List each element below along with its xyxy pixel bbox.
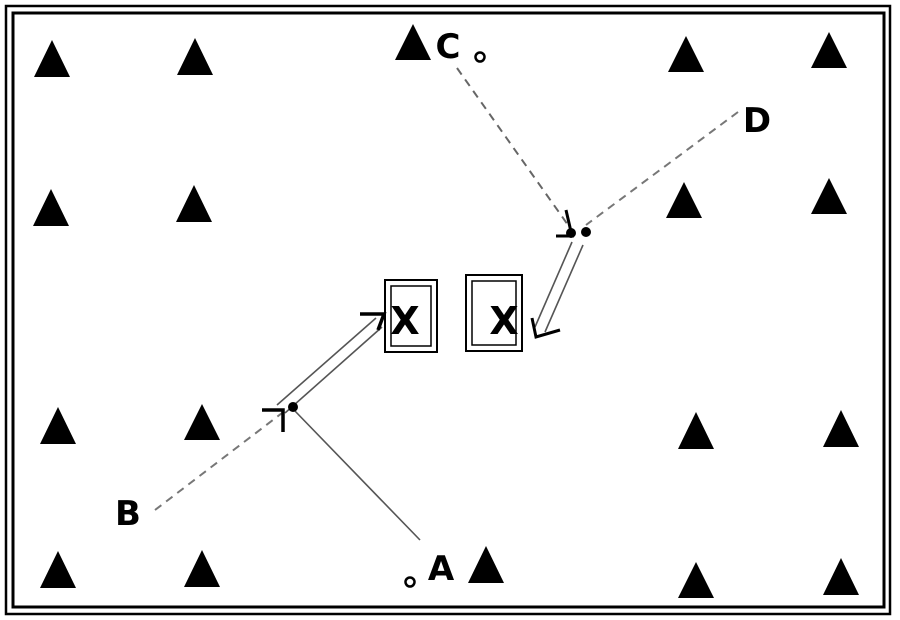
arrowhead-icon (262, 408, 285, 432)
arrowhead-icon (530, 317, 561, 339)
target-x-left: X (390, 299, 419, 343)
point-c-marker (474, 51, 486, 63)
junction-dot (288, 402, 298, 412)
triangle-icon (176, 185, 212, 222)
path-lines (154, 67, 739, 541)
triangle-icon (678, 412, 714, 449)
junction-left (262, 312, 387, 432)
path-c (456, 67, 569, 226)
target-x-right: X (489, 299, 518, 343)
point-a-marker (404, 576, 416, 588)
label-d: D (743, 101, 771, 141)
path-left-double-2 (284, 326, 383, 414)
label-a: A (428, 549, 455, 589)
triangle-icon (177, 38, 213, 75)
triangle-icon (811, 178, 847, 214)
triangle-icon (823, 558, 859, 595)
path-a (293, 409, 421, 541)
path-b (154, 412, 283, 511)
triangle-icon (184, 550, 220, 587)
path-right-double-2 (544, 244, 584, 333)
triangle-icon (823, 410, 859, 447)
triangle-icon (33, 189, 69, 226)
triangle-icon (811, 32, 847, 68)
junction-dot (566, 228, 576, 238)
junction-dot (581, 227, 591, 237)
path-right-double-1 (534, 241, 573, 328)
junction-right (530, 209, 591, 339)
triangle-icon (184, 404, 220, 440)
outer-frame (4, 4, 892, 616)
target-box-right: X (465, 274, 523, 352)
label-b: B (115, 494, 141, 534)
triangle-icon (34, 40, 70, 77)
path-left-double-1 (276, 317, 377, 406)
obstacle-triangles (33, 24, 859, 598)
triangle-icon (668, 36, 704, 72)
triangle-icon (395, 24, 431, 60)
triangle-icon (468, 546, 504, 583)
inner-frame (11, 11, 886, 609)
triangle-icon (40, 407, 76, 444)
path-d (585, 111, 739, 226)
triangle-icon (666, 182, 702, 218)
target-box-left: X (384, 279, 438, 353)
triangle-icon (678, 562, 714, 598)
label-c: C (436, 27, 461, 67)
triangle-icon (40, 551, 76, 588)
arrowhead-icon (360, 312, 387, 331)
